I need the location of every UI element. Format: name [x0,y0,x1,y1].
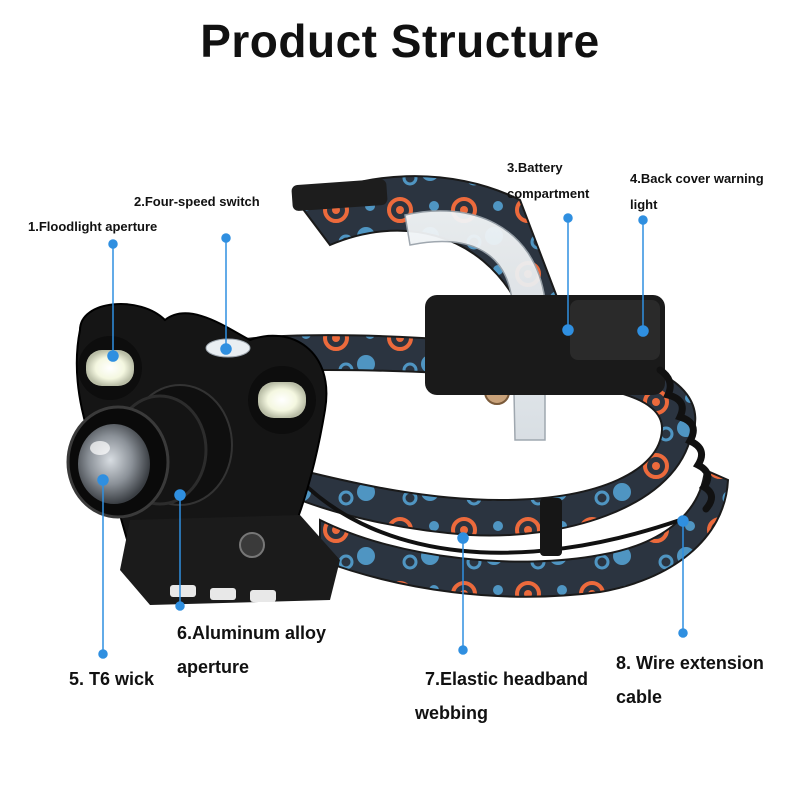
label-wire-extension-cable-2: cable [616,687,663,707]
t6-lens [78,424,150,504]
label-elastic-webbing-2: webbing [415,703,488,723]
strap-buckle [291,179,388,211]
label-t6-wick: 5. T6 wick [69,669,155,689]
battery-lid [570,300,660,360]
head-base [120,515,340,605]
label-floodlight-aperture: 1.Floodlight aperture [28,219,158,234]
label-back-cover-light-2: light [630,197,658,212]
label-wire-extension-cable-1: 8. Wire extension [616,653,764,673]
label-elastic-webbing-1: 7.Elastic headband [425,669,589,689]
clear-support-band [404,210,546,441]
cable-clip [540,498,562,556]
label-battery-compartment-1: 3.Battery [507,160,563,175]
cable-run [298,478,681,555]
page-title: Product Structure [200,15,600,67]
lower-webbing [319,468,730,598]
label-four-speed-switch: 2.Four-speed switch [134,194,260,209]
label-aluminum-aperture-1: 6.Aluminum alloy [177,623,327,643]
label-back-cover-light-1: 4.Back cover warning [630,171,764,186]
label-aluminum-aperture-2: aperture [177,657,250,677]
callout-pointers [97,213,689,659]
label-battery-compartment-2: compartment [507,186,590,201]
side-screw [239,532,265,558]
coiled-cable [656,366,715,513]
